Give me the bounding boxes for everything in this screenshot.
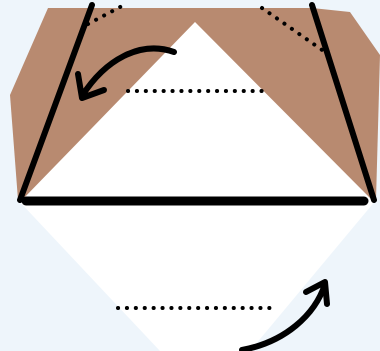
origami-diagram [0,0,380,351]
diagram-canvas [0,0,380,351]
